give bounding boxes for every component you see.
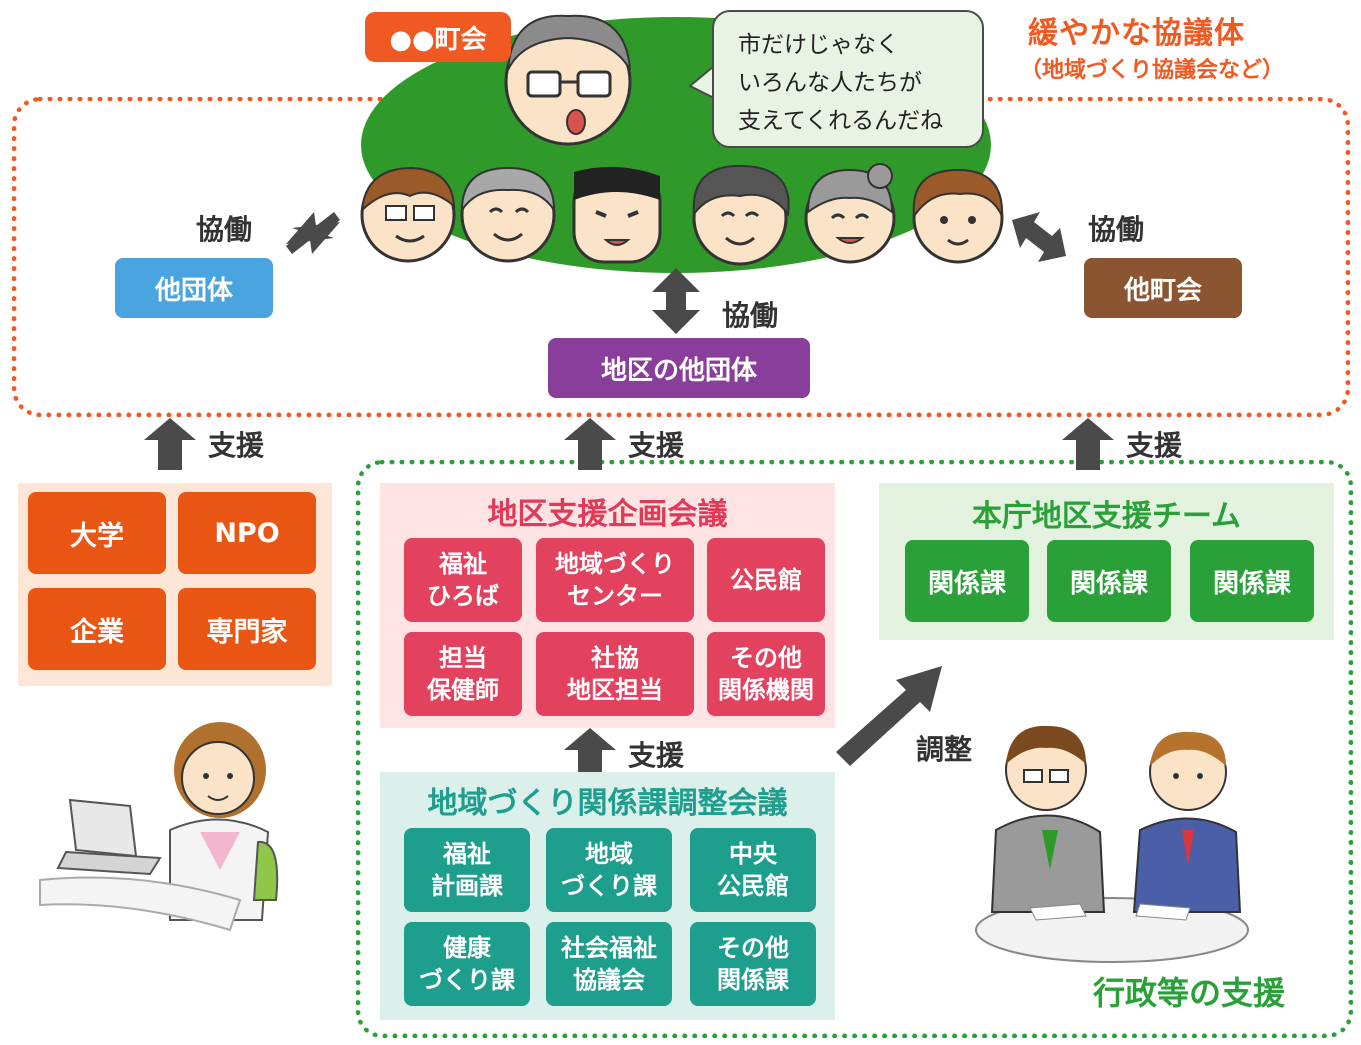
- coordination-item: その他 関係課: [690, 922, 816, 1006]
- coordination-item-line2: 公民館: [717, 872, 789, 900]
- coordination-council-title: 地域づくり関係課調整会議: [427, 786, 788, 821]
- planning-item-line1: 福祉: [439, 550, 487, 578]
- planning-item-line1: その他: [730, 644, 802, 672]
- planning-item-line1: 社協: [591, 644, 639, 672]
- coordination-label: 調整: [916, 733, 973, 766]
- diagonal-arrow-icon: [836, 666, 942, 766]
- planning-item-line2: ひろば: [427, 582, 499, 610]
- double-arrow-left-icon: [286, 212, 340, 254]
- hq-team-section: 関係課: [905, 540, 1029, 622]
- collaboration-label-center: 協働: [722, 299, 779, 332]
- collaboration-label-left: 協働: [196, 213, 253, 246]
- coordination-item-line2: づくり課: [419, 966, 515, 994]
- up-arrow-right-icon: [1062, 418, 1114, 470]
- officials-meeting-icon: [975, 725, 1249, 963]
- collaboration-label-right: 協働: [1088, 213, 1145, 246]
- coordination-item-line2: 関係課: [717, 966, 789, 994]
- coordination-item-line1: その他: [717, 934, 789, 962]
- supporter-expert: 専門家: [178, 588, 316, 670]
- speech-line-2: いろんな人たちが: [738, 70, 922, 96]
- planning-item: その他 関係機関: [707, 632, 825, 716]
- hq-support-team-title: 本庁地区支援チーム: [971, 499, 1242, 534]
- support-label-left: 支援: [208, 429, 265, 462]
- woman-with-laptop-icon: [39, 722, 279, 932]
- planning-item: 担当 保健師: [404, 632, 522, 716]
- supporter-npo: NPO: [178, 492, 316, 574]
- planning-council-title: 地区支援企画会議: [487, 497, 728, 532]
- hq-team-section: 関係課: [1047, 540, 1171, 622]
- support-label-right: 支援: [1126, 429, 1183, 462]
- planning-item-line2: 地区担当: [567, 676, 663, 704]
- coordination-item-line1: 社会福祉: [561, 934, 657, 962]
- coordination-item: 福祉 計画課: [404, 828, 530, 912]
- planning-item-line2: センター: [567, 582, 663, 610]
- supporter-company: 企業: [28, 588, 166, 670]
- support-label-center: 支援: [628, 429, 685, 462]
- coordination-item-line1: 地域: [585, 840, 633, 868]
- page-title: 緩やかな協議体: [1028, 16, 1245, 51]
- member-face-6-icon: [912, 168, 1004, 264]
- planning-item: 福祉 ひろば: [404, 538, 522, 622]
- administrative-support-region: [356, 460, 1353, 1038]
- member-face-2-icon: [460, 166, 556, 263]
- other-organization-box: 他団体: [115, 258, 273, 318]
- administrative-support-label: 行政等の支援: [1093, 974, 1286, 1012]
- coordination-item-line1: 中央: [729, 840, 777, 868]
- member-face-3-icon: [572, 166, 662, 264]
- up-arrow-center-icon: [564, 418, 616, 470]
- double-arrow-right-icon: [1012, 212, 1066, 262]
- supporter-university: 大学: [28, 492, 166, 574]
- coordination-item: 健康 づくり課: [404, 922, 530, 1006]
- elder-face-icon: [504, 14, 632, 146]
- coordination-item: 地域 づくり課: [546, 828, 672, 912]
- coordination-item-line2: 計画課: [431, 872, 503, 900]
- district-other-organizations-box: 地区の他団体: [548, 338, 810, 398]
- planning-item: 公民館: [707, 538, 825, 622]
- town-association-badge: ●●町会: [365, 12, 511, 62]
- coordination-item-line1: 福祉: [443, 840, 491, 868]
- member-face-4-icon: [692, 164, 790, 266]
- planning-item: 地域づくり センター: [536, 538, 694, 622]
- planning-item-line1: 公民館: [730, 566, 802, 594]
- coordination-item-line2: づくり課: [561, 872, 657, 900]
- planning-item-line1: 担当: [439, 644, 487, 672]
- support-label-lower: 支援: [628, 739, 685, 772]
- coordination-item-line2: 協議会: [573, 966, 645, 994]
- planning-item-line2: 関係機関: [718, 676, 814, 704]
- other-town-association-box: 他町会: [1084, 258, 1242, 318]
- member-face-1-icon: [360, 166, 456, 263]
- double-arrow-vertical-icon: [652, 268, 700, 334]
- up-arrow-left-icon: [144, 418, 196, 470]
- member-face-5-icon: [804, 163, 896, 264]
- coordination-item: 中央 公民館: [690, 828, 816, 912]
- hq-team-section: 関係課: [1190, 540, 1314, 622]
- up-arrow-lower-icon: [564, 728, 616, 776]
- speech-line-1: 市だけじゃなく: [738, 32, 899, 58]
- planning-item-line2: 保健師: [427, 676, 499, 704]
- coordination-item-line1: 健康: [443, 934, 491, 962]
- speech-line-3: 支えてくれるんだね: [738, 108, 944, 134]
- speech-bubble: 市だけじゃなく いろんな人たちが 支えてくれるんだね: [712, 10, 984, 148]
- planning-item: 社協 地区担当: [536, 632, 694, 716]
- planning-item-line1: 地域づくり: [555, 550, 675, 578]
- page-subtitle: （地域づくり協議会など）: [1020, 58, 1285, 83]
- coordination-item: 社会福祉 協議会: [546, 922, 672, 1006]
